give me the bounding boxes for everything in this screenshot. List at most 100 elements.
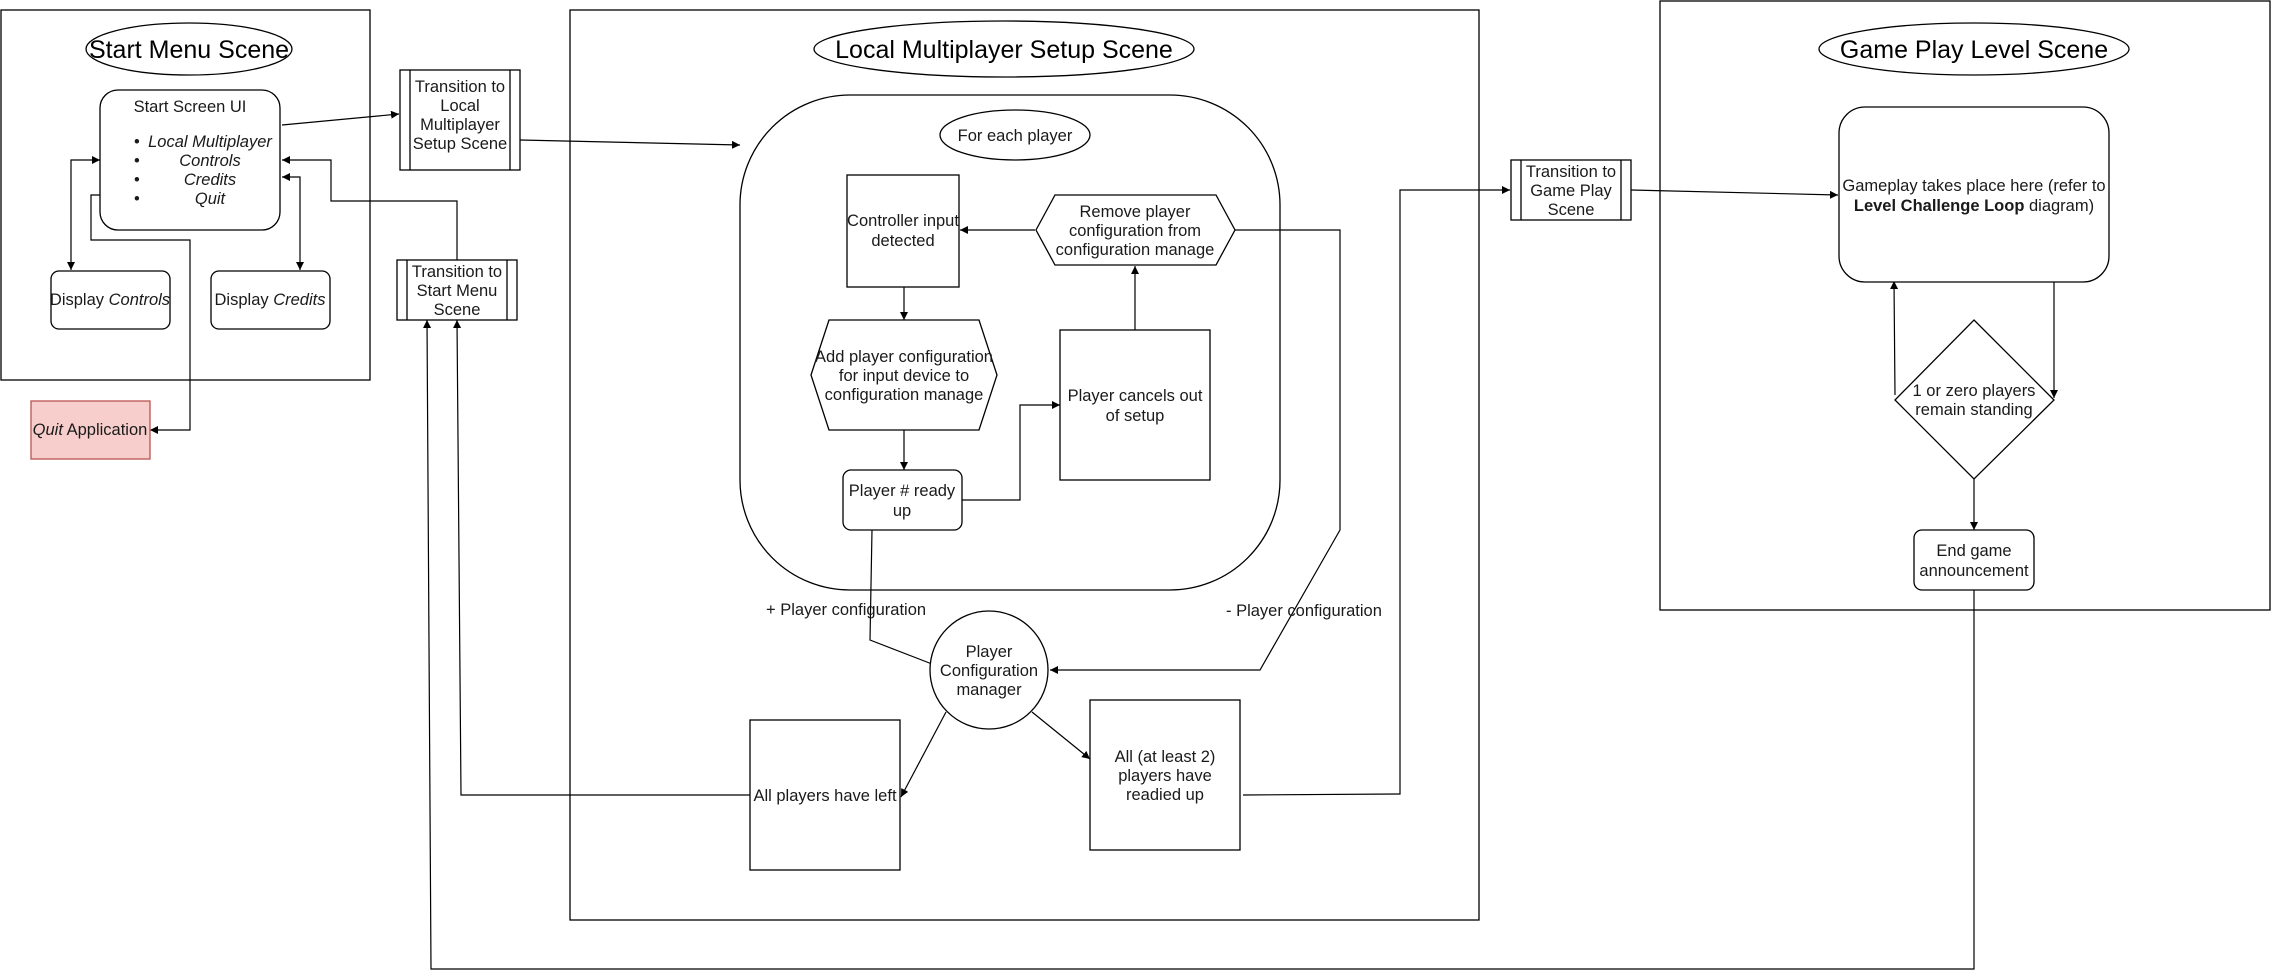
quit-application-node: Quit Application: [30, 400, 151, 460]
svg-text:Display Controls: Display Controls: [50, 291, 170, 309]
all-ready-line: players have: [1118, 767, 1212, 785]
player-cancels-line: Player cancels out: [1068, 387, 1203, 405]
transition-start-line: Transition to: [412, 263, 502, 281]
gameplay-main-line1: Gameplay takes place here (refer to: [1842, 177, 2105, 195]
controller-input-line: Controller input: [847, 212, 959, 230]
decision-line: remain standing: [1915, 401, 2032, 419]
players-remaining-decision: 1 or zero players remain standing: [1894, 319, 2055, 480]
gameplay-scene-frame: Game Play Level Scene: [1659, 0, 2271, 611]
transition-gameplay-line: Scene: [1548, 201, 1595, 219]
bullet: •: [134, 133, 140, 151]
add-config-line: for input device to: [839, 367, 969, 385]
gameplay-main-line2-rest: diagram): [2024, 197, 2094, 215]
manager-line: Configuration: [940, 662, 1038, 680]
player-configuration-manager-node: Player Configuration manager: [929, 610, 1049, 730]
transition-start-line: Scene: [434, 301, 481, 319]
svg-text:Level Challenge Loop diagram): Level Challenge Loop diagram): [1854, 197, 2094, 215]
edge-manager-to-all-ready: [1031, 711, 1091, 760]
add-config-line: Add player configuration: [815, 348, 993, 366]
start-menu-scene-title: Start Menu Scene: [89, 36, 289, 64]
transition-to-start-node: Transition to Start Menu Scene: [396, 259, 518, 321]
remove-config-line: configuration manage: [1056, 241, 1215, 259]
manager-line: Player: [966, 643, 1013, 661]
controller-input-line: detected: [871, 232, 934, 250]
edge-quit: [90, 194, 191, 434]
menu-item-quit: Quit: [195, 190, 227, 208]
edge-all-left-to-transition-start: [453, 319, 750, 796]
add-config-node: Add player configuration for input devic…: [810, 319, 998, 431]
player-cancels-line: of setup: [1106, 407, 1165, 425]
transition-gameplay-line: Game Play: [1530, 182, 1612, 200]
all-ready-line: readied up: [1126, 786, 1204, 804]
minus-player-configuration-label: - Player configuration: [1226, 602, 1382, 620]
display-controls-emph: Controls: [109, 291, 170, 309]
gameplay-scene-title: Game Play Level Scene: [1840, 36, 2108, 64]
display-credits-emph: Credits: [273, 291, 325, 309]
end-game-announcement-node: End game announcement: [1913, 529, 2035, 591]
end-game-line: announcement: [1919, 562, 2029, 580]
quit-app-suffix: Application: [63, 421, 147, 439]
edge-transition-to-setup-container: [519, 139, 741, 149]
edge-controls: [67, 156, 100, 270]
transition-setup-line: Multiplayer: [420, 116, 500, 134]
edge-ready-to-manager: [869, 529, 933, 665]
start-screen-ui: Start Screen UI • Local Multiplayer • Co…: [99, 89, 281, 231]
player-ready-node: Player # ready up: [842, 469, 963, 531]
for-each-player-container: For each player: [739, 94, 1281, 591]
remove-config-line: configuration from: [1069, 222, 1201, 240]
player-cancels-node: Player cancels out of setup: [1059, 329, 1211, 481]
player-ready-line: up: [893, 502, 911, 520]
quit-app-emph: Quit: [33, 421, 65, 439]
display-controls-prefix: Display: [50, 291, 109, 309]
local-setup-scene-title: Local Multiplayer Setup Scene: [835, 36, 1173, 64]
edge-manager-to-all-left: [900, 711, 947, 798]
for-each-player-label: For each player: [958, 127, 1073, 145]
edge-decision-to-main: [1890, 280, 1899, 396]
bullet: •: [134, 190, 140, 208]
start-screen-title: Start Screen UI: [134, 98, 247, 116]
display-credits-node: Display Credits: [210, 270, 331, 330]
bullet: •: [134, 171, 140, 189]
all-players-ready-node: All (at least 2) players have readied up: [1089, 699, 1241, 851]
svg-text:Quit Application: Quit Application: [33, 421, 148, 439]
transition-start-line: Start Menu: [417, 282, 498, 300]
decision-line: 1 or zero players: [1913, 382, 2036, 400]
edge-end-to-transition-start: [423, 319, 1975, 970]
edge-all-ready-to-transition-gameplay: [1242, 186, 1510, 796]
add-config-line: configuration manage: [825, 386, 984, 404]
edges: [67, 110, 2058, 970]
menu-item-controls: Controls: [179, 152, 240, 170]
menu-item-credits: Credits: [184, 171, 236, 189]
edge-ready-to-cancels: [962, 401, 1060, 501]
plus-player-configuration-label: + Player configuration: [766, 601, 926, 619]
all-ready-line: All (at least 2): [1115, 748, 1216, 766]
player-ready-line: Player # ready: [849, 482, 956, 500]
display-credits-prefix: Display: [215, 291, 274, 309]
edge-start-to-transition-setup: [281, 110, 400, 126]
local-setup-scene-frame: Local Multiplayer Setup Scene: [569, 9, 1480, 921]
svg-text:Display Credits: Display Credits: [215, 291, 326, 309]
edge-credits: [282, 173, 304, 270]
edge-transition-start-to-start-screen: [282, 156, 458, 260]
transition-setup-line: Local: [440, 97, 479, 115]
controller-input-node: Controller input detected: [846, 174, 960, 288]
manager-line: manager: [956, 681, 1022, 699]
menu-item-local-multiplayer: Local Multiplayer: [148, 133, 273, 151]
transition-setup-line: Setup Scene: [413, 135, 508, 153]
display-controls-node: Display Controls: [50, 270, 171, 330]
transition-gameplay-line: Transition to: [1526, 163, 1616, 181]
all-players-left-label: All players have left: [753, 787, 896, 805]
remove-config-line: Remove player: [1080, 203, 1191, 221]
edge-transition-to-gameplay-main: [1630, 189, 1839, 199]
gameplay-main-node: Gameplay takes place here (refer to Leve…: [1838, 106, 2110, 283]
transition-to-gameplay-node: Transition to Game Play Scene: [1510, 159, 1632, 221]
remove-config-node: Remove player configuration from configu…: [1035, 194, 1236, 266]
transition-to-setup-node: Transition to Local Multiplayer Setup Sc…: [399, 69, 521, 171]
level-challenge-loop-ref: Level Challenge Loop: [1854, 197, 2025, 215]
edge-remove-to-manager: [1050, 229, 1341, 674]
bullet: •: [134, 152, 140, 170]
all-players-left-node: All players have left: [749, 719, 901, 871]
transition-setup-line: Transition to: [415, 78, 505, 96]
start-menu-scene-frame: Start Menu Scene: [0, 9, 371, 381]
